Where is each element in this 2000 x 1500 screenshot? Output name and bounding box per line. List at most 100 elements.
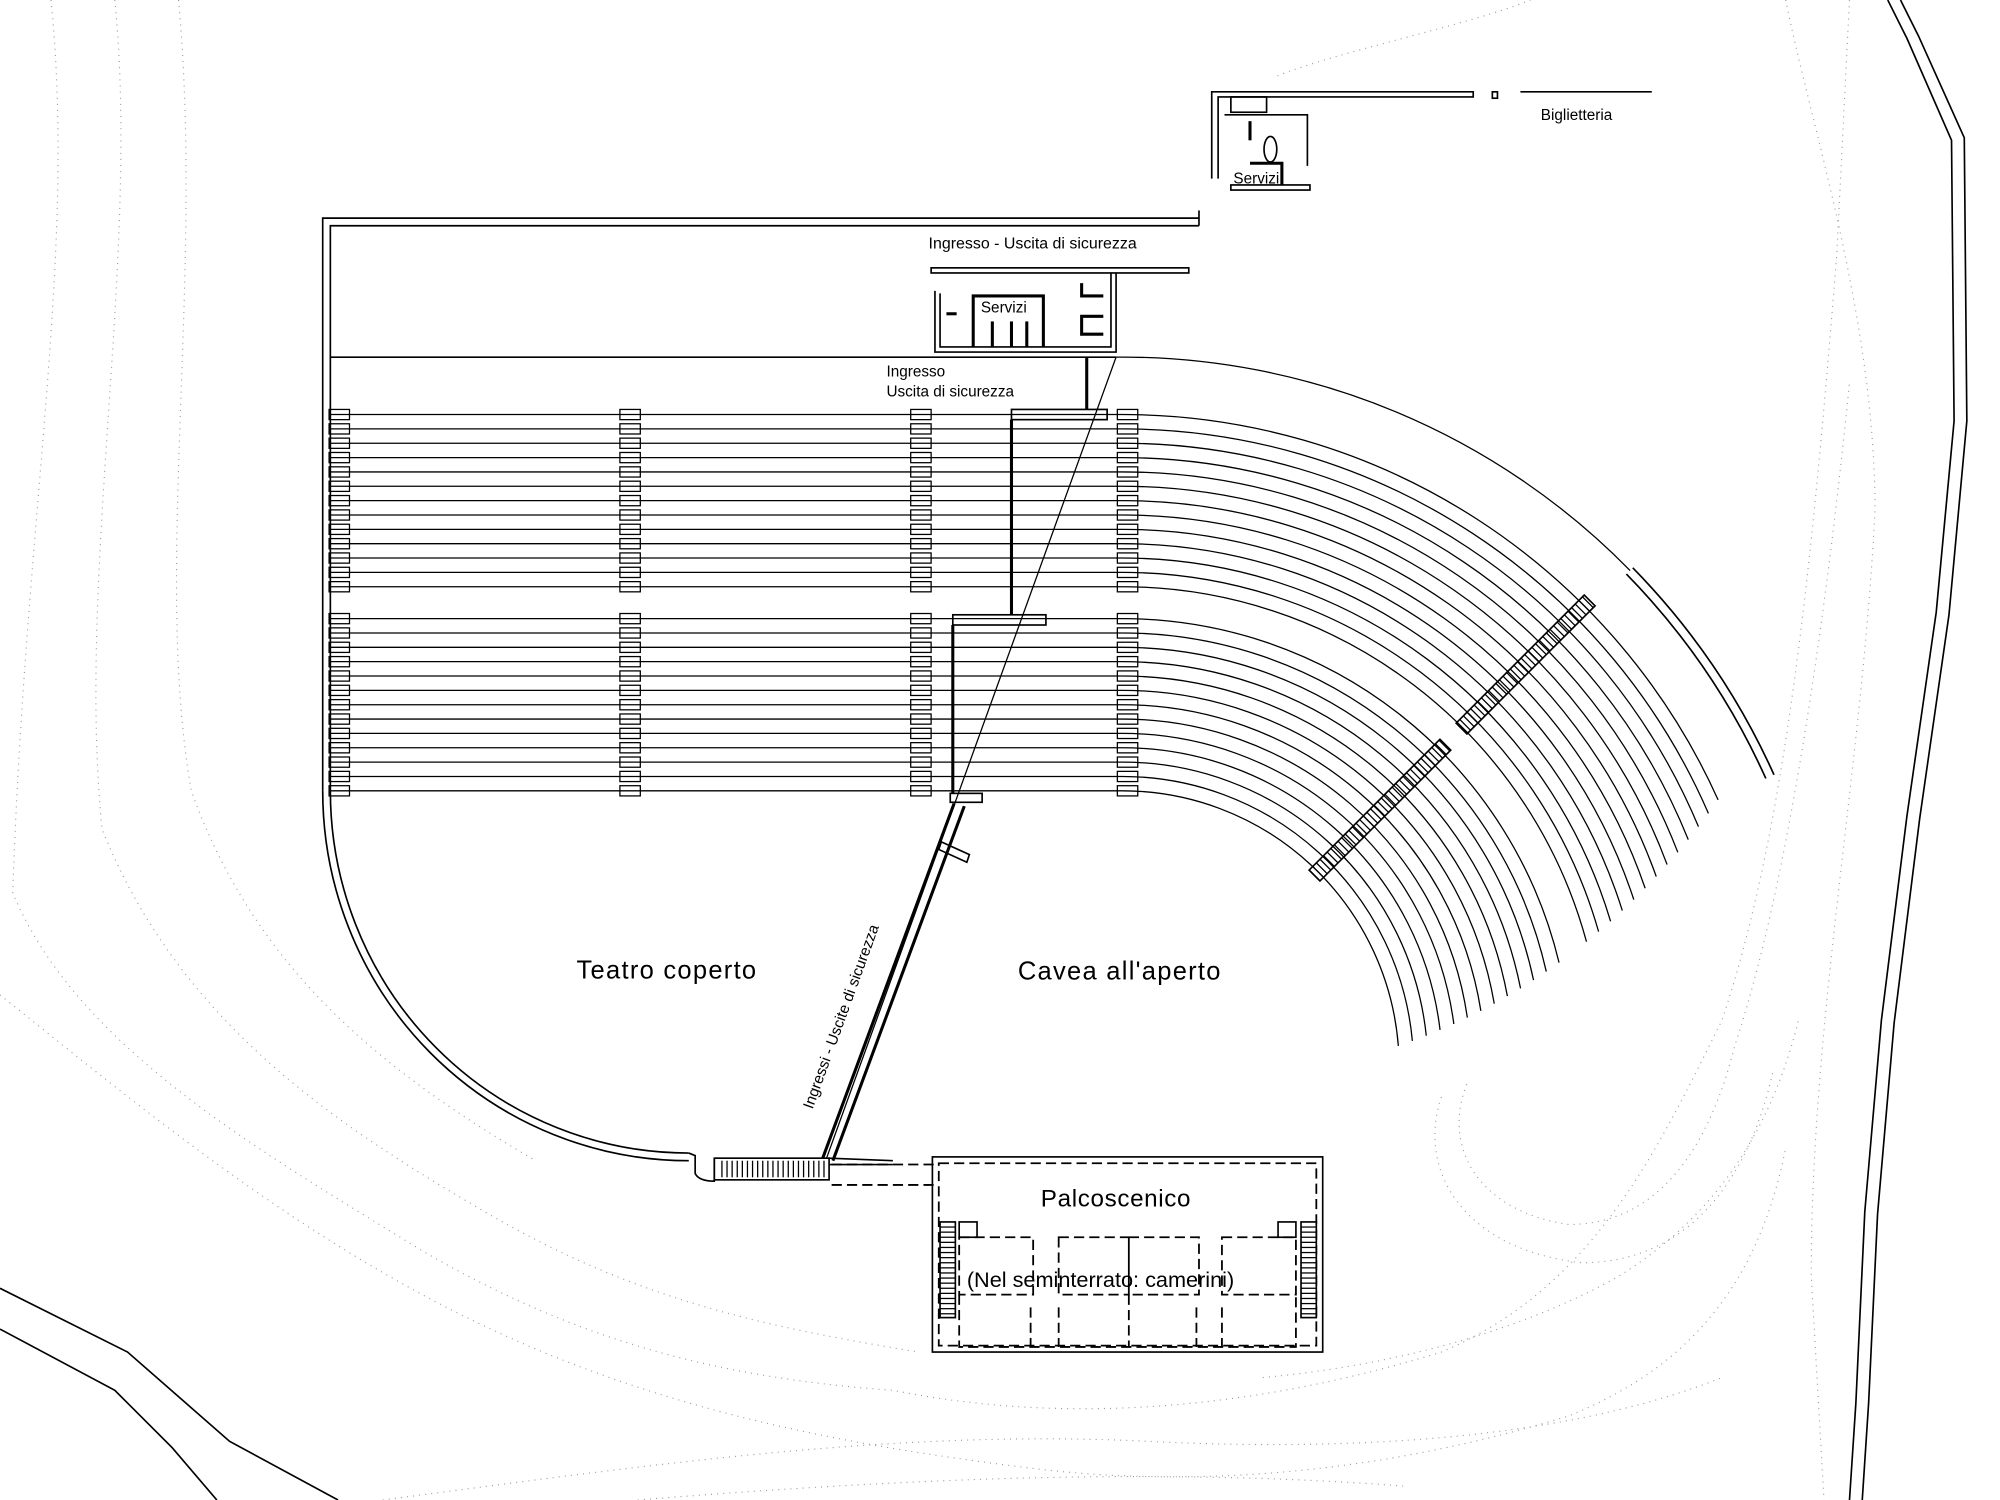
diagonal-exit-passage [821,803,966,1162]
stair-step [1116,437,1139,449]
stair-step [910,655,932,668]
label-stage: Palcoscenico [1041,1186,1191,1213]
stair-step [910,509,932,521]
stair-step [328,785,351,797]
stair-step [910,770,932,783]
radial-stair-step [1542,636,1555,648]
stair-step [619,480,641,493]
stair-step [328,466,351,478]
radial-stair-step [1427,750,1440,763]
stair-step [1116,423,1139,435]
stair-step [328,523,351,536]
stair-step [328,437,351,449]
stair-step [619,785,641,797]
seating-row-arc [1122,471,1679,853]
stair-step [1116,580,1139,593]
stair-step [619,612,641,625]
stair-step [1116,552,1139,564]
radial-stair-step [1333,844,1346,857]
radial-stair-step [1549,628,1562,641]
radial-stair-step [1556,621,1569,634]
seating-row-arc [1122,485,1668,865]
label-entrance-line2: Uscita di sicurezza [886,384,1014,401]
stair-step [328,770,351,783]
radial-stair-step [1524,654,1536,666]
radial-stair-step [1337,840,1350,853]
radial-stair-step [1499,679,1511,692]
stair-step [1116,509,1139,521]
stair-step [619,770,641,783]
stair-step [619,670,641,682]
radial-stair-step [1420,757,1433,770]
label-diagonal-exits: Ingressi - Uscite di sicurezza [800,922,883,1111]
services-building-top [1210,91,1499,191]
radial-stair-step [1477,700,1490,713]
radial-stair-step [1567,610,1580,623]
radial-stair-step [1459,719,1472,731]
stair-step [1116,537,1139,550]
radial-stair-step [1563,614,1576,627]
radial-stair-step [1391,786,1404,799]
stair-step [328,494,351,507]
radial-stair-step [1326,851,1339,864]
label-open-cavea: Cavea all'aperto [1018,958,1222,986]
stair-step [619,451,641,464]
stair-step [328,408,351,421]
stair-step [1116,684,1139,697]
stair-step [1116,655,1139,668]
seating-row-arc [1122,456,1689,840]
stair-step [910,552,932,564]
radial-stair-step [1351,826,1364,839]
radial-stair-step [1560,617,1573,630]
label-entrance-top: Ingresso - Uscita di sicurezza [929,236,1137,253]
stair-step [910,437,932,449]
stair-step [910,480,932,493]
seating-row-arc [1122,646,1535,981]
stair-step [619,437,641,449]
radial-stair-step [1431,746,1444,759]
stair-step [619,494,641,507]
radial-stair-step [1362,815,1375,828]
seating-row-arc [1122,732,1455,1025]
stair-step [619,523,641,536]
seating-rows [330,356,1719,1046]
stair-step [328,698,351,711]
radial-stair-step [1535,643,1547,655]
label-services-center: Servizi [981,300,1027,317]
radial-stair-step [1574,603,1587,616]
stair-step [619,742,641,754]
label-ticket-office: Biglietteria [1541,107,1613,124]
stair-step [1116,727,1139,740]
stair-step [619,566,641,579]
radial-stair-step [1323,855,1335,867]
stair-step [328,480,351,493]
stair-step [328,552,351,564]
label-covered-theatre: Teatro coperto [577,956,758,984]
seating-row-arc [1122,442,1700,827]
stair-step [328,423,351,435]
radial-stair-step [1571,607,1583,619]
seating-row-arc [1122,718,1468,1018]
seating-row-arc [1122,689,1495,1004]
radial-stair-step [1462,715,1475,728]
stair-step [1116,466,1139,478]
radial-stair-step [1348,829,1361,842]
seating-row-arc [1122,586,1588,942]
radial-stair-step [1359,819,1371,831]
radial-stair-step [1380,797,1393,810]
stair-step [1116,480,1139,493]
stair-step [1116,785,1139,797]
plan-labels: Ingresso - Uscita di sicurezza Servizi S… [577,107,1613,1292]
stair-step [619,466,641,478]
stair-step [328,580,351,593]
stair-step [328,451,351,464]
seating-row-arc [1122,790,1399,1046]
stair-step [1116,566,1139,579]
seating-stairs [328,408,1597,883]
label-basement-note: (Nel seminterrato: camerini) [967,1267,1234,1292]
seating-row-arc [1122,514,1646,889]
radial-stair-step [1488,690,1500,702]
stair-step [328,655,351,668]
stair-step [910,670,932,682]
